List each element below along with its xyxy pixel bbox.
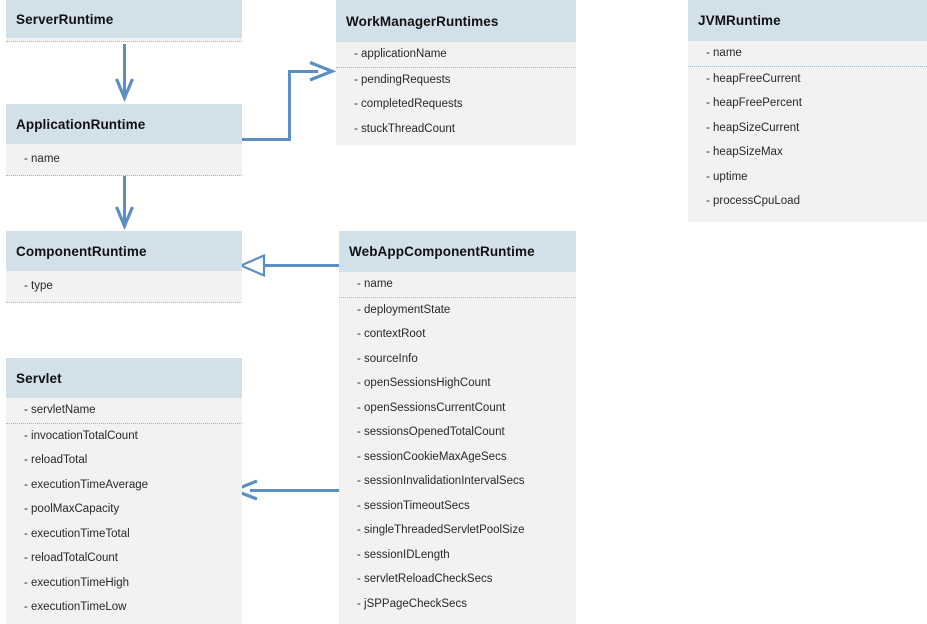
class-attributes-work-manager-runtimes: - applicationName - pendingRequests - co… bbox=[336, 42, 576, 145]
connector-webapp-to-servlet-line bbox=[250, 489, 340, 492]
class-attribute: - heapFreePercent bbox=[706, 97, 802, 109]
class-header-web-app-component-runtime: WebAppComponentRuntime bbox=[339, 231, 576, 272]
class-attributes-server-runtime bbox=[6, 38, 242, 42]
class-attribute: - singleThreadedServletPoolSize bbox=[357, 524, 525, 536]
class-attribute: - sessionIDLength bbox=[357, 548, 450, 561]
class-attribute: - type bbox=[24, 280, 53, 292]
class-box-work-manager-runtimes[interactable]: WorkManagerRuntimes - applicationName - … bbox=[336, 0, 576, 145]
class-title: JVMRuntime bbox=[698, 13, 781, 28]
class-attribute: - executionTimeTotal bbox=[24, 527, 130, 540]
class-attribute: - invocationTotalCount bbox=[24, 429, 138, 442]
class-attribute: - executionTimeLow bbox=[24, 601, 127, 613]
class-attribute: - servletReloadCheckSecs bbox=[357, 573, 493, 585]
class-header-application-runtime: ApplicationRuntime bbox=[6, 104, 242, 144]
class-attribute: - completedRequests bbox=[354, 98, 463, 110]
class-header-jvm-runtime: JVMRuntime bbox=[688, 0, 927, 41]
connector-application-to-workmanager-segment-2 bbox=[288, 70, 291, 141]
class-header-servlet: Servlet bbox=[6, 358, 242, 398]
class-attribute: - heapSizeMax bbox=[706, 146, 783, 158]
class-title: ServerRuntime bbox=[16, 11, 114, 27]
class-box-servlet[interactable]: Servlet - servletName - invocationTotalC… bbox=[6, 358, 242, 624]
attribute-separator bbox=[688, 65, 927, 67]
attribute-separator bbox=[6, 41, 242, 42]
class-attribute: - reloadTotalCount bbox=[24, 552, 118, 564]
class-title: WebAppComponentRuntime bbox=[349, 244, 535, 259]
attribute-separator bbox=[6, 422, 242, 424]
class-box-server-runtime[interactable]: ServerRuntime bbox=[6, 0, 242, 42]
class-attribute: - contextRoot bbox=[357, 328, 426, 340]
class-title: WorkManagerRuntimes bbox=[346, 13, 499, 29]
class-attribute: - executionTimeAverage bbox=[24, 478, 149, 491]
class-header-work-manager-runtimes: WorkManagerRuntimes bbox=[336, 0, 576, 42]
class-box-application-runtime[interactable]: ApplicationRuntime - name bbox=[6, 104, 242, 176]
class-attribute: - name bbox=[24, 153, 60, 165]
class-attribute: - sessionCookieMaxAgeSecs bbox=[357, 450, 507, 463]
class-attribute: - heapSizeCurrent bbox=[706, 121, 800, 134]
connector-application-to-component-line bbox=[123, 172, 126, 222]
class-attribute: - sessionInvalidationIntervalSecs bbox=[357, 475, 525, 487]
class-header-component-runtime: ComponentRuntime bbox=[6, 231, 242, 271]
class-box-component-runtime[interactable]: ComponentRuntime - type bbox=[6, 231, 242, 303]
class-attribute: - applicationName bbox=[354, 48, 447, 60]
class-attribute: - servletName bbox=[24, 404, 96, 416]
class-title: Servlet bbox=[16, 370, 62, 386]
class-attribute: - poolMaxCapacity bbox=[24, 503, 120, 515]
class-attributes-web-app-component-runtime: - name - deploymentState - contextRoot -… bbox=[339, 272, 576, 624]
class-header-server-runtime: ServerRuntime bbox=[6, 0, 242, 38]
class-attribute: - sessionsOpenedTotalCount bbox=[357, 426, 505, 438]
class-attribute: - uptime bbox=[706, 170, 748, 183]
attribute-separator bbox=[336, 66, 576, 68]
class-attributes-jvm-runtime: - name - heapFreeCurrent - heapFreePerce… bbox=[688, 41, 927, 222]
class-attribute: - openSessionsCurrentCount bbox=[357, 401, 506, 414]
connector-application-to-workmanager-segment-3 bbox=[288, 70, 318, 73]
class-attributes-component-runtime: - type bbox=[6, 271, 242, 303]
class-attribute: - name bbox=[706, 47, 742, 59]
connector-application-to-workmanager-segment-1 bbox=[241, 138, 291, 141]
class-attribute: - processCpuLoad bbox=[706, 195, 800, 207]
class-attribute: - openSessionsHighCount bbox=[357, 377, 491, 389]
connector-webapp-to-component-line bbox=[262, 264, 339, 267]
connector-server-to-application-arrowhead bbox=[115, 78, 134, 103]
class-attribute: - jSPPageCheckSecs bbox=[357, 597, 467, 610]
class-attribute: - pendingRequests bbox=[354, 73, 451, 86]
attribute-separator bbox=[339, 296, 576, 298]
class-attribute: - executionTimeHigh bbox=[24, 576, 130, 589]
attribute-separator bbox=[6, 302, 242, 303]
connector-application-to-workmanager-arrowhead bbox=[309, 61, 337, 82]
attribute-separator bbox=[6, 175, 242, 176]
connector-server-to-application-line bbox=[123, 44, 126, 94]
class-attribute: - sourceInfo bbox=[357, 352, 418, 365]
class-attribute: - stuckThreadCount bbox=[354, 122, 455, 135]
connector-application-to-component-arrowhead bbox=[115, 206, 134, 231]
class-title: ComponentRuntime bbox=[16, 243, 147, 259]
connector-webapp-to-component-arrowhead bbox=[238, 253, 266, 278]
class-attribute: - name bbox=[357, 278, 393, 290]
class-box-jvm-runtime[interactable]: JVMRuntime - name - heapFreeCurrent - he… bbox=[688, 0, 927, 222]
class-attribute: - reloadTotal bbox=[24, 454, 88, 466]
class-attribute: - heapFreeCurrent bbox=[706, 72, 801, 85]
class-title: ApplicationRuntime bbox=[16, 116, 146, 132]
class-box-web-app-component-runtime[interactable]: WebAppComponentRuntime - name - deployme… bbox=[339, 231, 576, 624]
class-attributes-servlet: - servletName - invocationTotalCount - r… bbox=[6, 398, 242, 624]
class-attribute: - deploymentState bbox=[357, 303, 451, 316]
class-attribute: - sessionTimeoutSecs bbox=[357, 499, 470, 512]
class-attributes-application-runtime: - name bbox=[6, 144, 242, 176]
